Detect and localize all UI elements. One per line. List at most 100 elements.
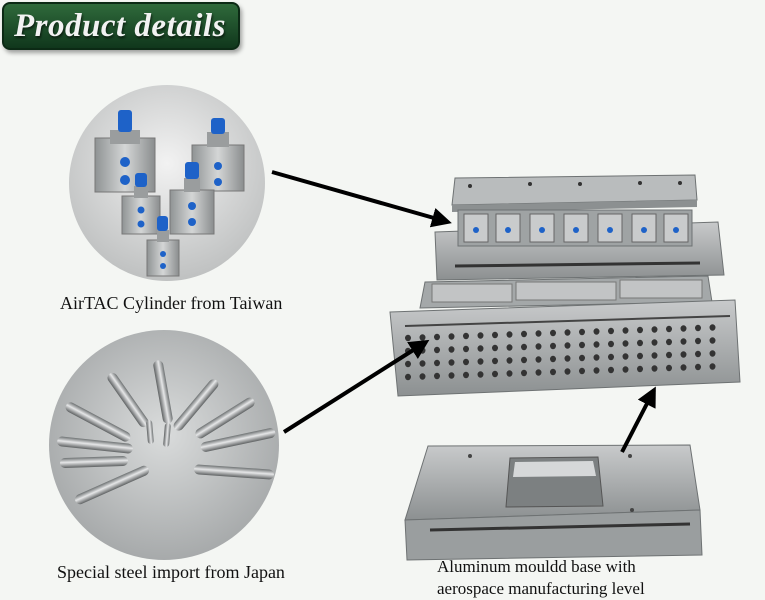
steel-pin [65,402,131,442]
hole [651,352,658,359]
hole [695,350,701,358]
hole [535,369,542,376]
hole [405,334,411,342]
caption-base-line2: aerospace manufacturing level [437,579,645,598]
cylinder-row [457,209,693,247]
hole [550,355,556,363]
header-banner: Product details [2,2,240,50]
hole [564,342,571,349]
hole [434,333,440,341]
hole [506,370,513,377]
hole [492,344,498,352]
hole [637,365,643,373]
page-title: Product details [14,8,226,44]
hole [651,339,658,346]
hole [419,334,426,341]
steel-pin [200,428,276,452]
hole [419,360,426,367]
hole [506,357,513,364]
hole [492,370,498,378]
hole [622,340,629,347]
caption-cylinder: AirTAC Cylinder from Taiwan [60,293,283,313]
hole [651,326,658,333]
hole [593,367,600,374]
steel-pin [194,464,274,480]
hole [608,327,614,335]
steel-pin [75,465,149,505]
hole [434,346,440,354]
hole [637,352,643,360]
perforated-block [389,275,741,397]
hole [666,351,672,359]
hole [550,368,556,376]
hole [608,340,614,348]
hole [608,366,614,374]
hole [709,363,716,370]
hole [405,360,411,368]
hole [637,339,643,347]
steel-pins-photo [49,330,279,560]
hole [695,363,701,371]
hole [709,350,716,357]
hole [535,343,542,350]
steel-pin [173,379,219,431]
hole [593,328,600,335]
hole [477,332,484,339]
steel-pin [153,360,173,424]
hole [448,372,455,379]
hole [434,359,440,367]
hole [709,337,716,344]
hole [593,354,600,361]
hole [680,364,687,371]
hole [666,338,672,346]
hole [695,324,701,332]
cylinder-unit [146,216,180,277]
hole [521,369,527,377]
hole [463,332,469,340]
hole [492,357,498,365]
steel-pin [146,420,154,444]
hole [477,358,484,365]
hole [521,356,527,364]
hole [419,373,426,380]
hole [622,327,629,334]
hole [521,343,527,351]
hole [477,371,484,378]
hole [463,371,469,379]
hole [564,355,571,362]
hole [666,364,672,372]
cylinder-unit [169,162,215,235]
hole [564,329,571,336]
upper-mould-assembly [434,174,725,281]
hole [448,359,455,366]
hole [695,337,701,345]
caption-base: Aluminum mouldd base with aerospace manu… [437,556,645,600]
hole [463,345,469,353]
hole [521,330,527,338]
hole [448,346,455,353]
hole [666,325,672,333]
hole [608,353,614,361]
hole [680,338,687,345]
caption-base-line1: Aluminum mouldd base with [437,557,636,576]
aluminum-base [404,444,703,561]
hole [579,367,585,375]
steel-pin [60,455,128,469]
hole [419,347,426,354]
cylinder-unit [191,118,245,192]
hole [506,344,513,351]
steel-pin [57,436,133,454]
hole [492,331,498,339]
cylinder-unit [121,173,161,235]
hole [593,341,600,348]
arrow-to-block [282,339,430,434]
hole [651,365,658,372]
caption-steel: Special steel import from Japan [57,562,285,582]
hole [622,353,629,360]
hole [622,366,629,373]
hole [405,373,411,381]
hole [550,329,556,337]
steel-pin [195,397,255,439]
hole [477,345,484,352]
